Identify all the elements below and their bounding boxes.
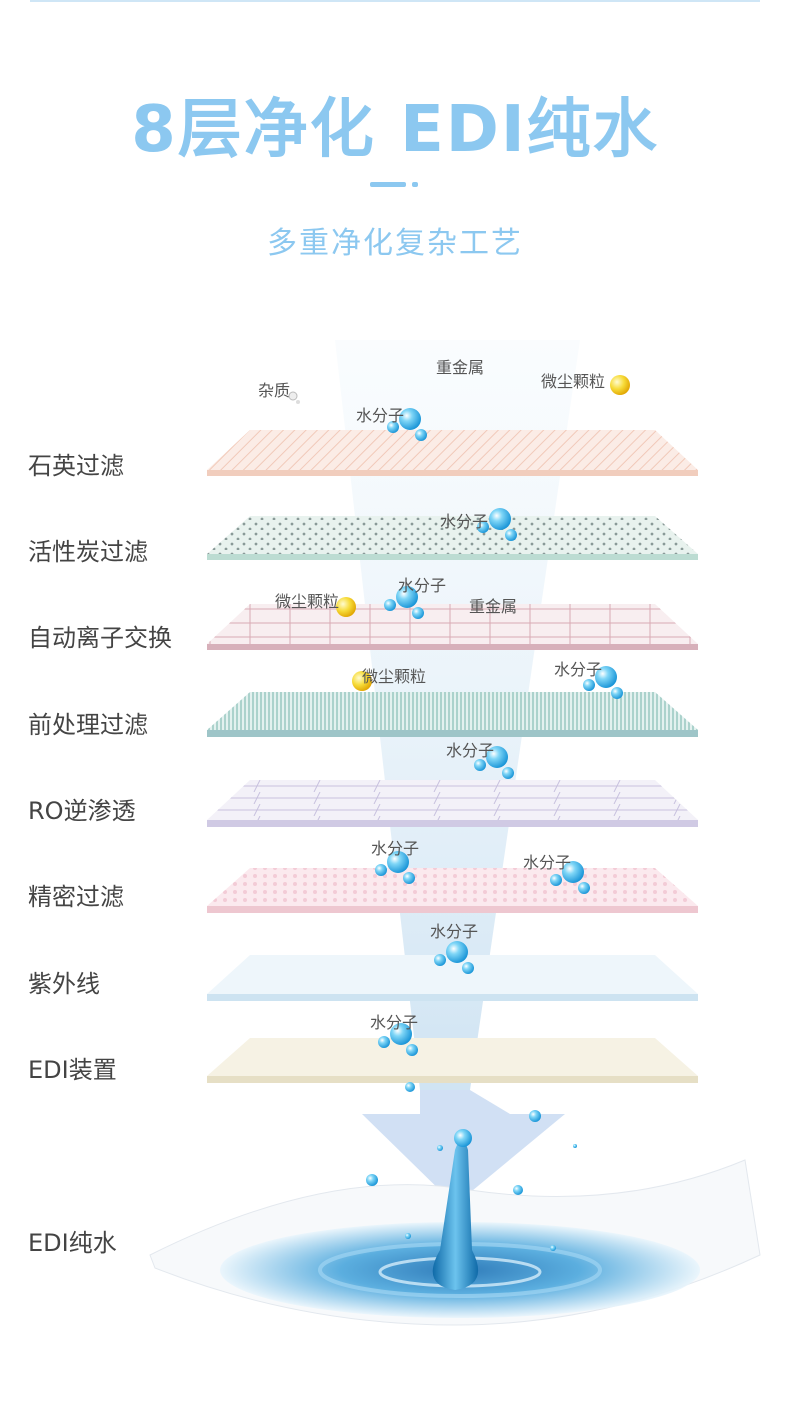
water-molecule-icon: [611, 687, 623, 699]
heavy-metal-label: 重金属: [436, 358, 485, 377]
layer-precision: [207, 868, 698, 913]
layer-quartz: [207, 430, 698, 476]
layer-pretreatment: [207, 692, 698, 737]
water-droplet-icon: [405, 1082, 415, 1092]
water-molecule-icon: [375, 864, 387, 876]
water-molecule-icon: [406, 1044, 418, 1056]
water-molecule-icon: [562, 861, 584, 883]
layer-carbon: [207, 516, 698, 560]
water-droplet-icon: [529, 1110, 541, 1122]
title-underline: [370, 182, 406, 187]
water-molecule-icon: [474, 759, 486, 771]
water-molecule-icon: [462, 962, 474, 974]
water-molecule-label: 水分子: [446, 741, 495, 760]
water-molecule-icon: [403, 872, 415, 884]
layer-label-carbon: 活性炭过滤: [28, 538, 148, 566]
layer-label-uv: 紫外线: [28, 970, 100, 998]
water-molecule-icon: [550, 874, 562, 886]
water-molecule-icon: [399, 408, 421, 430]
heavy-metal-label: 重金属: [469, 597, 518, 616]
layer-label-quartz: 石英过滤: [28, 452, 124, 480]
dust-label: 微尘颗粒: [541, 372, 606, 391]
water-molecule-label: 水分子: [398, 576, 447, 595]
water-molecule-icon: [583, 679, 595, 691]
water-molecule-icon: [387, 851, 409, 873]
layer-label-ion-exchange: 自动离子交换: [28, 624, 172, 652]
layer-label-edi: EDI装置: [28, 1056, 117, 1084]
water-molecule-icon: [486, 746, 508, 768]
water-molecule-label: 水分子: [430, 922, 479, 941]
water-molecule-icon: [434, 954, 446, 966]
water-molecule-label: 水分子: [554, 660, 603, 679]
layer-label-pretreatment: 前处理过滤: [28, 711, 148, 739]
water-molecule-icon: [378, 1036, 390, 1048]
water-molecule-icon: [387, 421, 399, 433]
water-droplet-icon: [405, 1233, 411, 1239]
water-molecule-label: 水分子: [523, 853, 572, 872]
water-molecule-icon: [505, 529, 517, 541]
water-droplet-icon: [573, 1144, 577, 1148]
water-molecule-icon: [489, 508, 511, 530]
page-subtitle: 多重净化复杂工艺: [267, 226, 523, 261]
top-divider: [30, 0, 760, 2]
layer-label-ro: RO逆渗透: [28, 797, 136, 825]
water-molecule-label: 水分子: [371, 839, 420, 858]
page-title: 8层净化 EDI纯水: [131, 93, 659, 167]
water-molecule-icon: [595, 666, 617, 688]
water-molecule-icon: [390, 1023, 412, 1045]
impurity-label: 杂质: [258, 381, 291, 400]
water-molecule-icon: [477, 521, 489, 533]
water-molecule-label: 水分子: [440, 512, 489, 531]
dust-particle-icon: [610, 375, 630, 395]
water-molecule-icon: [446, 941, 468, 963]
water-molecule-icon: [502, 767, 514, 779]
layer-edi: [207, 1038, 698, 1083]
final-label-pure-water: EDI纯水: [28, 1229, 117, 1257]
water-droplet-icon: [366, 1174, 378, 1186]
dust-label: 微尘颗粒: [275, 592, 340, 611]
dust-label: 微尘颗粒: [362, 667, 427, 686]
layer-ion-exchange: [207, 604, 698, 650]
water-molecule-icon: [578, 882, 590, 894]
water-molecule-label: 水分子: [370, 1013, 419, 1032]
water-molecule-icon: [396, 586, 418, 608]
water-droplet-icon: [550, 1245, 556, 1251]
water-droplet-icon: [437, 1145, 443, 1151]
water-molecule-icon: [412, 607, 424, 619]
dust-particle-icon: [336, 597, 356, 617]
layer-ro: [207, 780, 698, 827]
water-molecule-icon: [384, 599, 396, 611]
water-molecule-label: 水分子: [356, 406, 405, 425]
dust-particle-icon: [352, 671, 372, 691]
layer-uv: [207, 955, 698, 1001]
water-droplet-icon: [513, 1185, 523, 1195]
layer-label-precision: 精密过滤: [28, 883, 124, 911]
water-molecule-icon: [415, 429, 427, 441]
title-underline-dot: [412, 182, 418, 187]
